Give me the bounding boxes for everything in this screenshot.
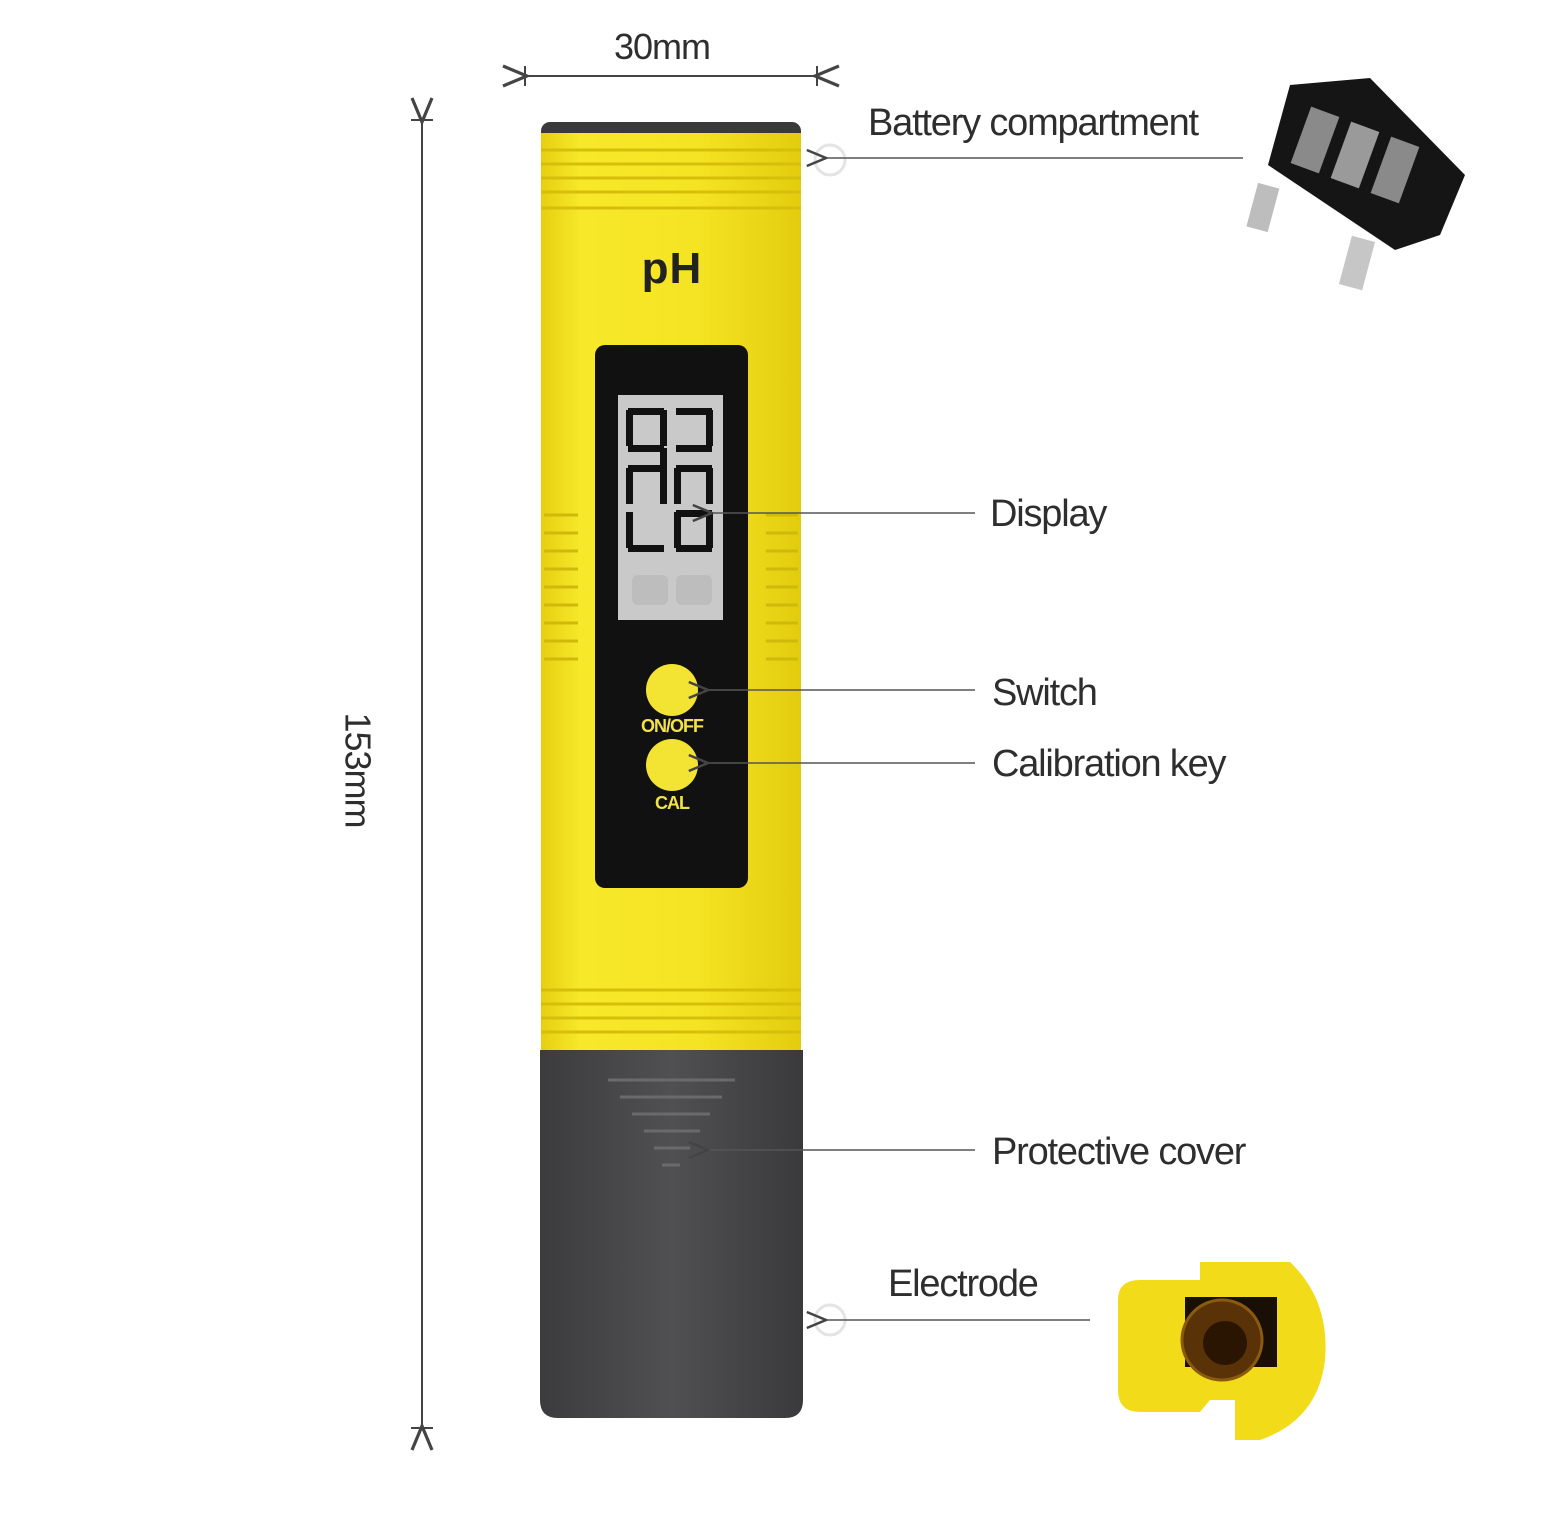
length-dimension-arrow: [411, 120, 433, 1428]
grip-ridges: [544, 513, 798, 661]
lcd-digits: [626, 408, 713, 552]
width-dimension-label: 30mm: [614, 26, 711, 67]
callout-battery-compartment: Battery compartment: [868, 102, 1199, 144]
meter-body: [540, 122, 803, 1418]
ph-brand-label: pH: [641, 244, 703, 293]
protective-cover-shape: [540, 1050, 803, 1418]
length-dimension-label: 153mm: [337, 712, 379, 828]
callout-display: Display: [990, 493, 1107, 535]
callout-lines: [708, 143, 1243, 1337]
on-off-button: [646, 664, 698, 716]
battery-compartment-image: [1246, 78, 1465, 291]
width-dimension-arrow: [525, 66, 817, 86]
cal-button: [646, 739, 698, 791]
callout-protective-cover: Protective cover: [992, 1131, 1246, 1173]
cal-label: CAL: [655, 793, 690, 813]
electrode-image: [1118, 1262, 1326, 1440]
callout-electrode: Electrode: [888, 1263, 1039, 1305]
on-off-label: ON/OFF: [641, 716, 704, 736]
callout-switch: Switch: [992, 672, 1098, 714]
callout-calibration-key: Calibration key: [992, 743, 1227, 785]
